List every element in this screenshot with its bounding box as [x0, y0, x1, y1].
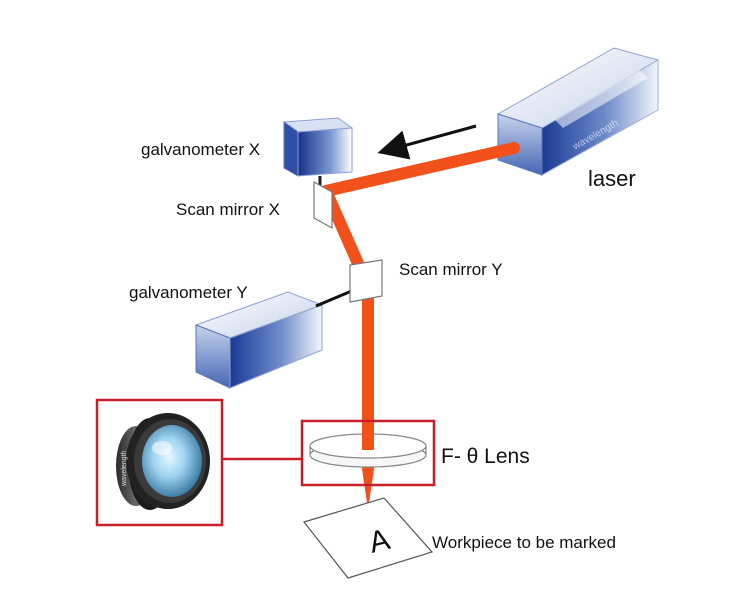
galvo-x-left [283, 121, 299, 177]
galvanometer-x [282, 117, 354, 177]
lens-photo-glass [142, 425, 202, 497]
laser-highlight [555, 70, 648, 128]
workpiece-sheet [302, 497, 434, 579]
label-workpiece: Workpiece to be marked [432, 533, 616, 552]
label-f-theta-lens: F- θ Lens [441, 445, 530, 468]
lens-highlight-box [300, 419, 436, 487]
lens-photo-engraving: wavelength [121, 450, 128, 487]
galvo-y-shaft [315, 288, 355, 308]
laser-source: wavelength [496, 47, 660, 176]
scan-mirror-x [313, 180, 333, 230]
label-galvanometer-y: galvanometer Y [129, 283, 248, 302]
beam-path [320, 142, 520, 464]
label-laser: laser [588, 166, 636, 191]
scan-mirror-y [349, 259, 383, 303]
laser-front-face [497, 113, 543, 176]
label-galvanometer-x: galvanometer X [141, 140, 261, 159]
galvo-y-front [229, 304, 323, 389]
beam-through-lens [362, 420, 374, 450]
galvanometer-y [194, 291, 324, 389]
galvo-x-front [297, 127, 353, 177]
label-scan-mirror-x: Scan mirror X [176, 200, 280, 219]
workpiece: A [302, 497, 434, 579]
label-scan-mirror-y: Scan mirror Y [399, 260, 503, 279]
f-theta-lens [309, 420, 427, 468]
direction-arrow [377, 124, 477, 160]
lens-photo-glare [152, 441, 172, 455]
lens-photo: wavelength [95, 398, 224, 527]
